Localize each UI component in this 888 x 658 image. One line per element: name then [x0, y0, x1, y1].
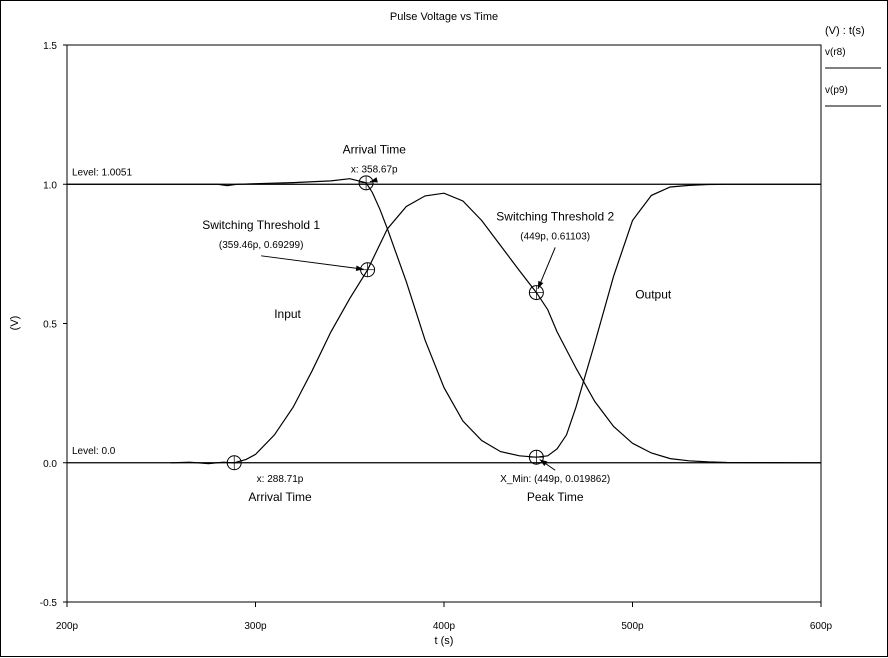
- marker-title: Arrival Time: [248, 490, 312, 504]
- marker-detail: (449p, 0.61103): [520, 231, 590, 242]
- marker-title: Arrival Time: [343, 143, 407, 157]
- marker-arrowhead: [537, 280, 544, 289]
- x-tick-label: 600p: [810, 621, 833, 632]
- y-tick-label: 0.5: [43, 320, 57, 331]
- marker-detail: x: 288.71p: [257, 474, 304, 485]
- x-tick-label: 400p: [433, 621, 456, 632]
- marker-detail: X_Min: (449p, 0.019862): [500, 474, 610, 485]
- marker-detail: x: 358.67p: [351, 165, 398, 176]
- x-axis-label: t (s): [435, 635, 454, 647]
- series-line-2: [67, 178, 821, 458]
- level-label: Level: 0.0: [72, 446, 116, 457]
- marker-arrowhead: [539, 459, 548, 466]
- y-tick-label: -0.5: [40, 598, 58, 609]
- marker-arrowhead: [355, 265, 364, 271]
- marker-title: Peak Time: [527, 490, 584, 504]
- marker-arrowhead: [370, 177, 378, 183]
- legend: (V) : t(s) v(r8) v(p9): [825, 25, 881, 107]
- plot-frame: [66, 44, 822, 603]
- level-label: Level: 1.0051: [72, 167, 132, 178]
- legend-header: (V) : t(s): [825, 25, 865, 37]
- plot-area: -0.5 0.0 0.5 1.0 1.5 200p 300p 400p 500p 600p Leve…: [40, 41, 833, 632]
- y-tick-label: 1.5: [43, 41, 57, 52]
- y-axis-label: (V): [9, 316, 21, 331]
- y-tick-label: 1.0: [43, 180, 57, 191]
- x-tick-label: 200p: [56, 621, 79, 632]
- series-line-1: [170, 192, 822, 465]
- y-tick-label: 0.0: [43, 459, 57, 470]
- x-tick-label: 300p: [244, 621, 267, 632]
- legend-entry-r8: v(r8): [825, 47, 846, 58]
- legend-entry-p9: v(p9): [825, 85, 848, 96]
- chart-title: Pulse Voltage vs Time: [390, 11, 498, 23]
- marker-title: Switching Threshold 2: [496, 209, 614, 223]
- marker-title: Switching Threshold 1: [202, 218, 320, 232]
- x-tick-label: 500p: [621, 621, 644, 632]
- marker-detail: (359.46p, 0.69299): [219, 240, 304, 251]
- series-label: Input: [274, 307, 301, 321]
- series-label: Output: [635, 287, 672, 301]
- marker-arrow: [261, 255, 364, 270]
